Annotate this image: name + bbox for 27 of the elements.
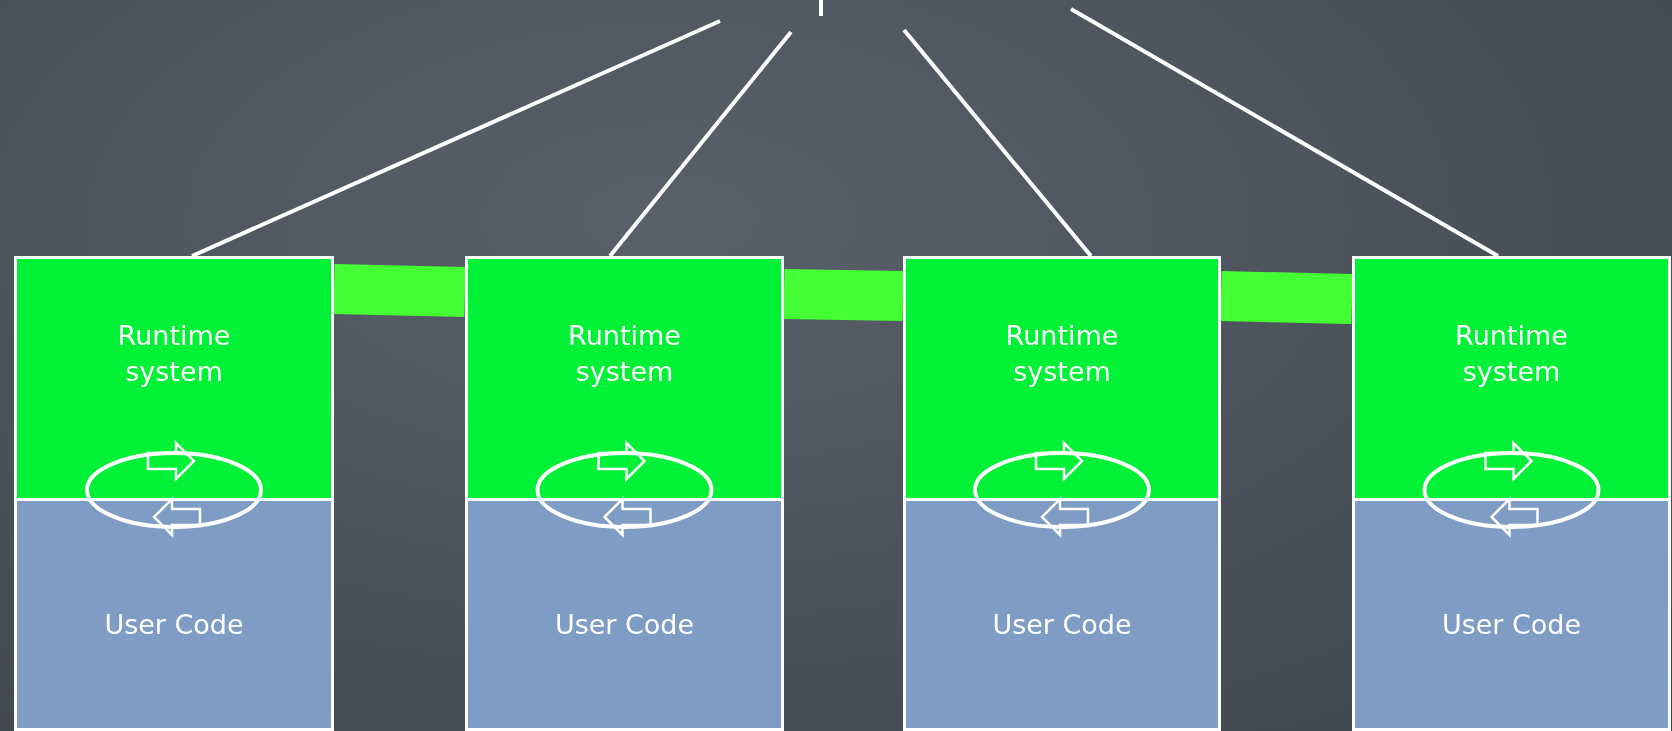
box-label: Runtime system — [567, 319, 682, 389]
user-code-box — [1352, 501, 1671, 731]
runtime-box — [903, 256, 1221, 501]
box-label: User Code — [554, 607, 695, 642]
user-code-box — [903, 501, 1221, 731]
user-code-box — [14, 501, 334, 731]
user-code-box — [465, 501, 784, 731]
runtime-box — [1352, 256, 1671, 501]
cycle-arrow — [1422, 440, 1601, 538]
connector-line — [902, 28, 1093, 258]
box-label: Runtime system — [1454, 319, 1569, 389]
connector-line — [1070, 7, 1499, 258]
box-label: User Code — [992, 607, 1132, 642]
connector-line — [191, 19, 721, 258]
connector-bar — [333, 264, 466, 317]
cycle-arrow — [535, 440, 714, 538]
box-label: Runtime system — [116, 319, 232, 389]
cycle-arrow — [973, 440, 1151, 538]
runtime-box — [465, 256, 784, 501]
cycle-arrow — [85, 440, 263, 538]
connector-line — [608, 30, 793, 258]
box-label: Runtime system — [1004, 319, 1120, 389]
connector-bar — [1220, 271, 1353, 324]
connector-bar — [783, 269, 904, 321]
box-label: User Code — [1441, 607, 1582, 642]
box-label: User Code — [104, 607, 244, 642]
runtime-box — [14, 256, 334, 501]
